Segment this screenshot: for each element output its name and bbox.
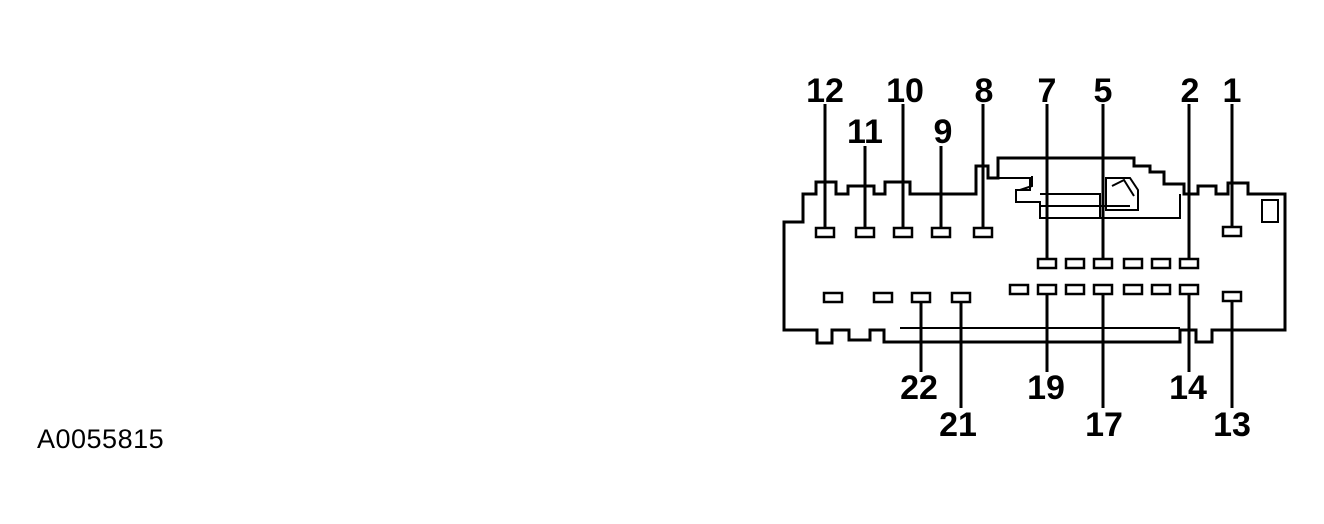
- terminal-10: [892, 226, 914, 239]
- terminal-16: [1122, 283, 1144, 296]
- pin-label-11: 11: [847, 113, 883, 151]
- terminal-6: [1064, 257, 1086, 270]
- terminal-8: [972, 226, 994, 239]
- pin-label-8: 8: [975, 72, 994, 110]
- pin-label-14: 14: [1169, 369, 1207, 407]
- latch-slot: [1040, 177, 1139, 218]
- terminal-17: [1092, 283, 1114, 296]
- terminal-19: [1036, 283, 1058, 296]
- pin-label-12: 12: [806, 72, 844, 110]
- terminal-4: [1122, 257, 1144, 270]
- terminal-row-lower: [822, 283, 1243, 304]
- connector-body: [782, 156, 1287, 345]
- figure-id: A0055815: [37, 424, 165, 454]
- terminal-12: [814, 226, 836, 239]
- pin-label-17: 17: [1085, 406, 1123, 444]
- terminal-22: [910, 291, 932, 304]
- terminal-1: [1221, 225, 1243, 238]
- terminal-15: [1150, 283, 1172, 296]
- latch-housing: [998, 177, 1181, 219]
- terminal-2: [1178, 257, 1200, 270]
- terminal-20: [1008, 283, 1030, 296]
- bottom-pin-labels: 22 21 19 17 14 13: [900, 369, 1251, 444]
- leader-lines-bottom: [919, 294, 1234, 408]
- pin-label-2: 2: [1181, 72, 1200, 110]
- terminal-14: [1178, 283, 1200, 296]
- terminal-9: [930, 226, 952, 239]
- terminal-18: [1064, 283, 1086, 296]
- pin-label-21: 21: [939, 406, 977, 444]
- terminal-7: [1036, 257, 1058, 270]
- terminal-3: [1150, 257, 1172, 270]
- terminal-21: [950, 291, 972, 304]
- side-notch: [1261, 199, 1279, 223]
- top-pin-labels: 12 11 10 9 8 7 5 2 1: [806, 72, 1241, 151]
- pin-label-13: 13: [1213, 406, 1251, 444]
- pin-label-19: 19: [1027, 369, 1065, 407]
- pin-label-9: 9: [934, 113, 953, 151]
- terminal-11: [854, 226, 876, 239]
- leader-lines-top: [823, 104, 1234, 259]
- pin-label-5: 5: [1094, 72, 1113, 110]
- pin-label-7: 7: [1038, 72, 1057, 110]
- terminal-13: [1221, 290, 1243, 303]
- terminal-23: [872, 291, 894, 304]
- pin-label-1: 1: [1223, 72, 1242, 110]
- latch-tab: [1019, 176, 1135, 197]
- pin-label-10: 10: [886, 72, 924, 110]
- terminal-24: [822, 291, 844, 304]
- terminal-5: [1092, 257, 1114, 270]
- pin-label-22: 22: [900, 369, 938, 407]
